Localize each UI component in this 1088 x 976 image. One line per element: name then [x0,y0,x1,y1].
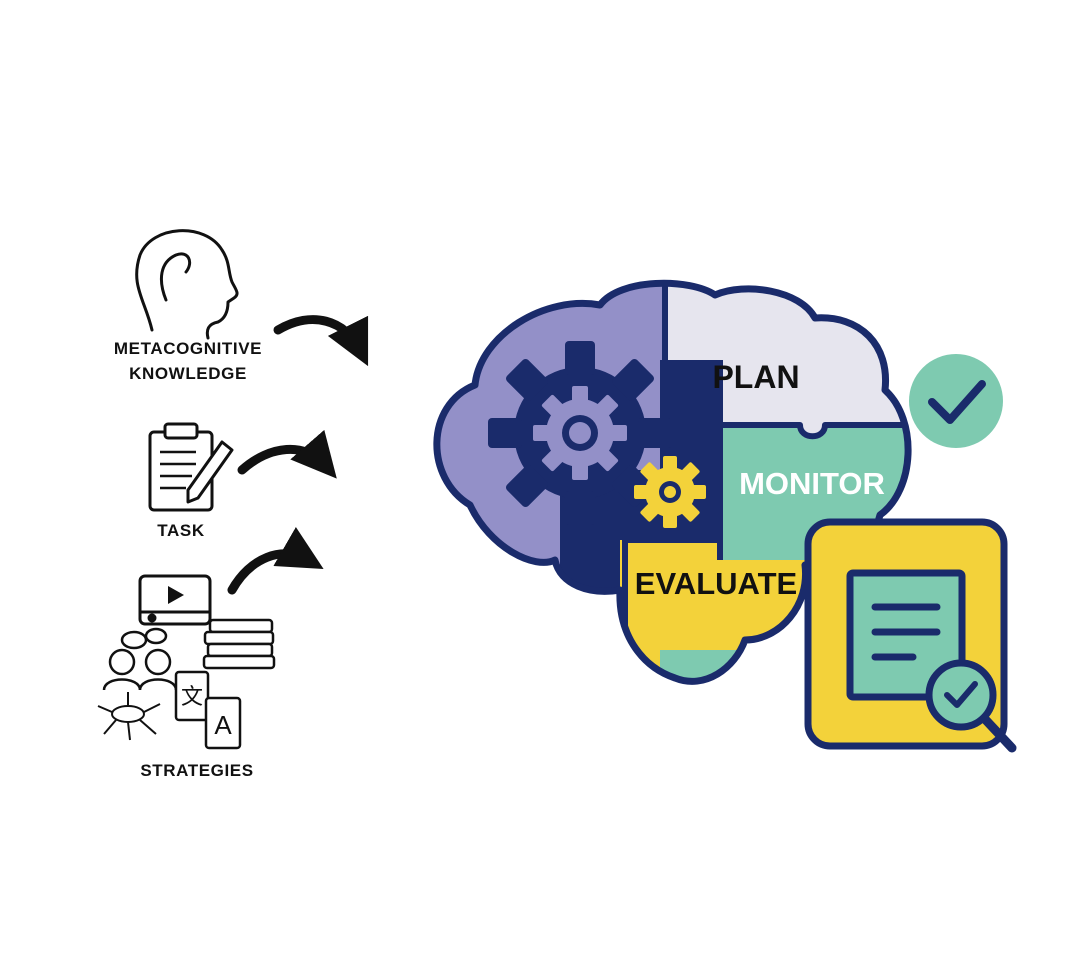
plan-label: PLAN [712,359,799,395]
evaluate-region [620,540,830,682]
strategies-label: STRATEGIES [140,761,253,780]
svg-text:文: 文 [181,684,203,709]
curved-arrow-icon [227,527,324,595]
document-magnifier-icon [804,518,1017,753]
curved-arrow-icon [237,429,337,479]
evaluate-label: EVALUATE [635,566,797,601]
svg-text:METACOGNITIVE: METACOGNITIVE [114,339,262,358]
books-icon [202,618,276,670]
curved-arrow-icon [273,315,369,367]
task-label: TASK [157,521,205,540]
mind-map-icon [97,692,161,741]
small-gear-icon [634,456,706,528]
people-talking-icon [102,627,178,691]
head-profile-icon [135,229,239,340]
clipboard-pencil-icon [148,422,234,512]
svg-text:KNOWLEDGE: KNOWLEDGE [129,364,247,383]
video-player-icon [138,574,212,626]
monitor-label: MONITOR [739,466,885,501]
svg-text:A: A [214,710,232,740]
svg-text:TASK: TASK [157,521,205,540]
check-circle-icon [909,354,1003,448]
svg-text:STRATEGIES: STRATEGIES [140,761,253,780]
brain-outline [433,279,912,685]
strategies-collage-icon: 文 A [97,574,276,750]
translate-cards-icon: 文 A [174,670,242,750]
metacognitive-knowledge-label: METACOGNITIVE KNOWLEDGE [114,339,262,383]
large-gear-icon [488,341,672,525]
